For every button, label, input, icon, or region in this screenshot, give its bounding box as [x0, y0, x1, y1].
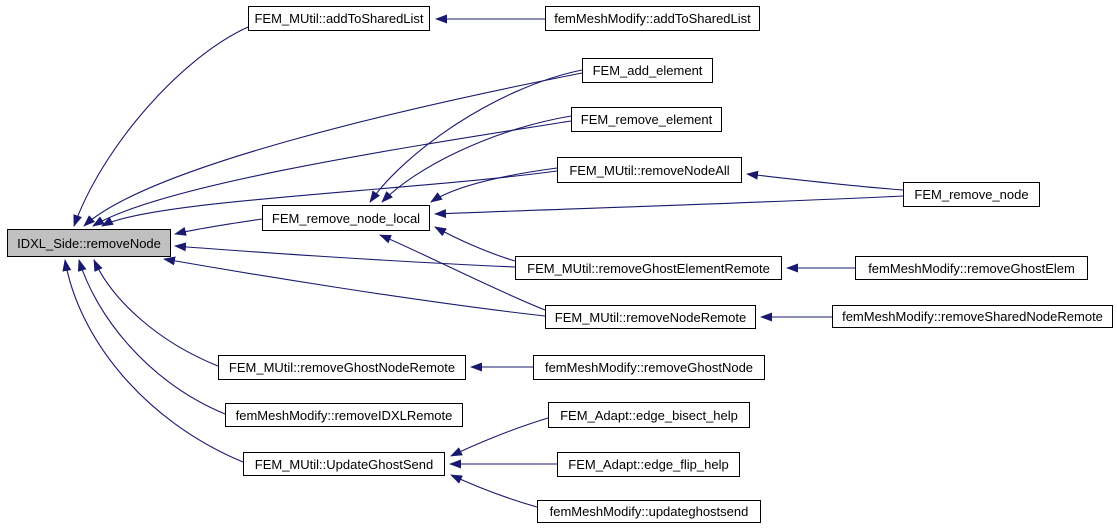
graph-node-fem-mutil-removeghostelementremote[interactable]: FEM_MUtil::removeGhostElementRemote: [515, 256, 782, 280]
edge-fem-remove-node-local-to-idxl-side-removenode: [174, 218, 263, 236]
graph-node-fem-adapt-edge-bisect-help[interactable]: FEM_Adapt::edge_bisect_help: [548, 402, 750, 428]
graph-node-fem-mutil-updateghostsend[interactable]: FEM_MUtil::UpdateGhostSend: [243, 452, 445, 476]
graph-node-idxl-side-removenode: IDXL_Side::removeNode: [7, 229, 171, 257]
graph-node-fem-remove-node[interactable]: FEM_remove_node: [903, 182, 1040, 207]
edge-fem-mutil-removenodeall-to-idxl-side-removenode: [101, 170, 558, 227]
edge-fem-remove-node-to-fem-mutil-removenodeall: [746, 170, 904, 191]
graph-node-fem-mutil-removenodeall[interactable]: FEM_MUtil::removeNodeAll: [557, 157, 742, 183]
graph-node-fem-remove-node-local[interactable]: FEM_remove_node_local: [262, 205, 430, 231]
graph-node-femmeshmodify-removeidxlremote[interactable]: femMeshModify::removeIDXLRemote: [225, 403, 463, 427]
edge-fem-remove-element-to-fem-remove-node-local: [381, 115, 572, 203]
edge-fem-adapt-edge-bisect-help-to-fem-mutil-updateghostsend: [450, 417, 549, 457]
graph-node-femmeshmodify-removesharednoderemote[interactable]: femMeshModify::removeSharedNodeRemote: [832, 305, 1113, 328]
edge-fem-add-element-to-fem-remove-node-local: [369, 69, 583, 203]
edge-fem-mutil-removenoderemote-to-fem-remove-node-local: [379, 234, 546, 311]
graph-node-femmeshmodify-addtosharedlist[interactable]: femMeshModify::addToSharedList: [545, 6, 760, 31]
edge-fem-mutil-removeghostelementremote-to-idxl-side-removenode: [174, 242, 516, 268]
edge-fem-mutil-removeghostelementremote-to-fem-remove-node-local: [434, 226, 516, 262]
graph-node-fem-mutil-removenoderemote[interactable]: FEM_MUtil::removeNodeRemote: [545, 305, 756, 329]
graph-node-fem-adapt-edge-flip-help[interactable]: FEM_Adapt::edge_flip_help: [557, 452, 740, 477]
edge-femmeshmodify-updateghostsend-to-fem-mutil-updateghostsend: [450, 474, 538, 508]
edge-fem-mutil-updateghostsend-to-idxl-side-removenode: [62, 259, 244, 463]
graph-node-fem-mutil-removeghostnoderemote[interactable]: FEM_MUtil::removeGhostNodeRemote: [218, 355, 466, 380]
edge-femmeshmodify-removeidxlremote-to-idxl-side-removenode: [77, 259, 226, 415]
graph-node-femmeshmodify-updateghostsend[interactable]: femMeshModify::updateghostsend: [537, 500, 761, 523]
edge-fem-mutil-removenoderemote-to-idxl-side-removenode: [163, 256, 546, 317]
edge-fem-remove-element-to-idxl-side-removenode: [92, 120, 572, 227]
edge-fem-remove-node-to-fem-remove-node-local: [434, 195, 904, 219]
graph-node-fem-add-element[interactable]: FEM_add_element: [582, 58, 713, 83]
edge-fem-add-element-to-idxl-side-removenode: [83, 72, 583, 227]
graph-node-fem-remove-element[interactable]: FEM_remove_element: [571, 107, 722, 132]
edge-fem-mutil-removenodeall-to-fem-remove-node-local: [430, 167, 558, 203]
graph-node-femmeshmodify-removeghostnode[interactable]: femMeshModify::removeGhostNode: [533, 355, 765, 380]
edge-fem-mutil-addtosharedlist-to-idxl-side-removenode: [73, 26, 249, 227]
edge-fem-mutil-removeghostnoderemote-to-idxl-side-removenode: [93, 259, 219, 367]
graph-node-femmeshmodify-removeghostelem[interactable]: femMeshModify::removeGhostElem: [855, 256, 1088, 280]
graph-node-fem-mutil-addtosharedlist[interactable]: FEM_MUtil::addToSharedList: [248, 6, 430, 31]
